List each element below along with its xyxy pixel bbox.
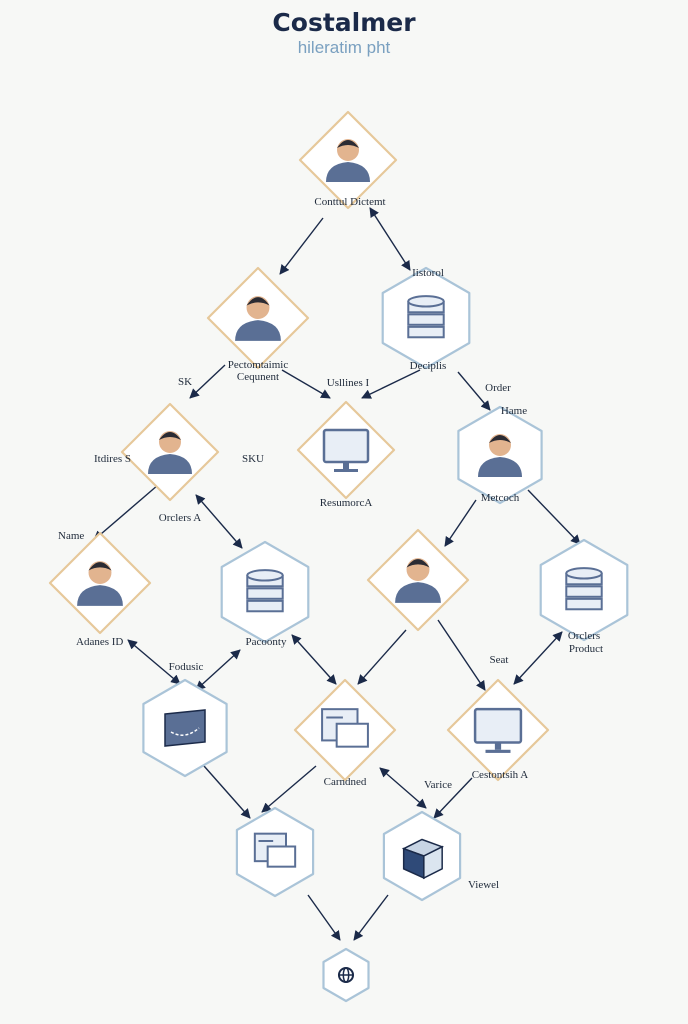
- edge-n7-n11: [127, 639, 181, 685]
- person-icon: [395, 558, 441, 603]
- person-icon: [326, 139, 370, 182]
- tablet-icon: [164, 709, 206, 747]
- windows-icon: [253, 832, 297, 868]
- node-n1[interactable]: [298, 110, 398, 210]
- database-icon: [565, 567, 603, 611]
- edge-n3-n6: [457, 371, 491, 411]
- monitor-icon: [322, 428, 370, 472]
- node-n2[interactable]: [206, 266, 310, 370]
- edge-n8-n12: [291, 634, 337, 685]
- edges-layer: [93, 207, 581, 941]
- node-label: Adanes ID: [76, 636, 123, 648]
- node-label: Conttul Dictemt: [314, 196, 385, 208]
- node-n4[interactable]: [120, 402, 220, 502]
- edge-n12-n14: [261, 765, 317, 813]
- edge-n11-n14: [203, 765, 251, 819]
- node-label: ResumorcA: [320, 497, 373, 509]
- node-label: Cestontsih A: [472, 769, 529, 781]
- database-icon: [407, 295, 445, 339]
- node-label: Fodusic: [169, 661, 204, 673]
- edge-n10-n13: [513, 631, 563, 685]
- person-icon: [235, 296, 281, 341]
- node-n10[interactable]: [539, 538, 629, 642]
- edge-n6-n10: [527, 489, 581, 545]
- person-icon: [148, 431, 192, 474]
- node-label: Metcoch: [481, 492, 520, 504]
- node-label: Usllines I: [327, 377, 370, 389]
- node-label: Viewel: [468, 879, 499, 891]
- node-label: Deciplis: [410, 360, 447, 372]
- database-icon: [246, 569, 284, 613]
- edge-n4-n7: [93, 484, 159, 541]
- node-label: SKU: [242, 453, 264, 465]
- edge-n14-n16: [307, 894, 341, 941]
- node-label: Iistorol: [412, 267, 444, 279]
- node-label: Product: [569, 643, 603, 655]
- node-label: Name: [58, 530, 84, 542]
- person-icon: [77, 561, 123, 606]
- edge-n9-n12: [357, 629, 407, 685]
- edge-n15-n16: [353, 894, 389, 941]
- node-n7[interactable]: [48, 531, 152, 635]
- node-label: Orclers: [568, 630, 600, 642]
- edge-n2-n4: [189, 364, 226, 399]
- node-n14[interactable]: [235, 806, 315, 898]
- node-label: Itdires S: [94, 453, 131, 465]
- node-label: Pacoonty: [246, 636, 287, 648]
- node-label: Seat: [490, 654, 509, 666]
- node-label: Carndned: [324, 776, 367, 788]
- edge-n4-n8: [195, 494, 243, 549]
- windows-icon: [321, 708, 369, 748]
- node-n15[interactable]: [382, 810, 462, 902]
- edge-n6-n9: [444, 499, 477, 547]
- node-n11[interactable]: [142, 678, 228, 778]
- node-n12[interactable]: [293, 678, 397, 782]
- edge-n1-n2: [279, 217, 324, 275]
- node-label: Orclers A: [159, 512, 202, 524]
- node-label: Pectomtaimic: [228, 359, 289, 371]
- node-n13[interactable]: [446, 678, 550, 782]
- nodes-layer: [48, 110, 629, 1003]
- node-label: Hame: [501, 405, 527, 417]
- node-n16[interactable]: [322, 947, 370, 1003]
- node-n6[interactable]: [457, 405, 543, 505]
- cube-icon: [401, 838, 445, 880]
- monitor-icon: [473, 707, 523, 753]
- edge-n2-n5: [281, 369, 331, 399]
- edge-n1-n3: [369, 207, 411, 271]
- node-label: SK: [178, 376, 192, 388]
- node-n8[interactable]: [220, 540, 310, 644]
- edge-n13-n15: [433, 777, 473, 819]
- node-label: Cequnent: [237, 371, 279, 383]
- edge-n12-n15: [379, 767, 427, 809]
- edge-n8-n11: [195, 649, 241, 691]
- node-label: Order: [485, 382, 511, 394]
- diagram-subtitle: hileratim pht: [297, 38, 391, 57]
- node-n5[interactable]: [296, 400, 396, 500]
- node-n3[interactable]: [381, 266, 471, 370]
- labels-layer: Conttul DictemtIistorolPectomtaimicCequn…: [58, 196, 603, 891]
- diagram-title: Costalmer: [272, 8, 416, 37]
- edge-n9-n13: [437, 619, 486, 691]
- edge-n3-n5: [361, 369, 421, 399]
- globe-icon: [337, 966, 355, 984]
- node-label: Varice: [424, 779, 452, 791]
- person-icon: [478, 434, 522, 477]
- node-n9[interactable]: [366, 528, 470, 632]
